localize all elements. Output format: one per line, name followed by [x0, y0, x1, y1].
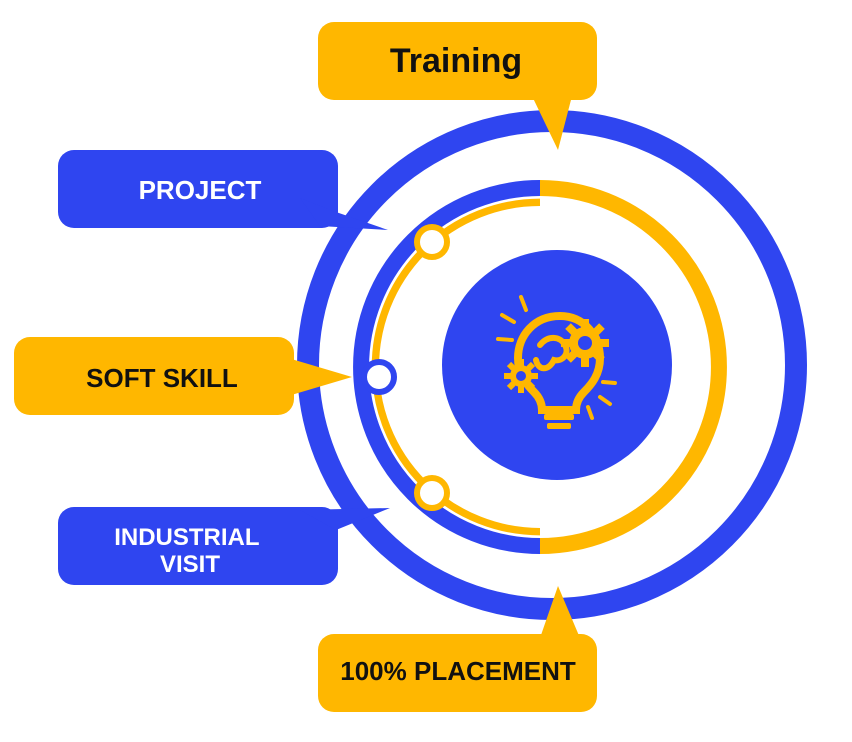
project-callout: PROJECT [58, 150, 388, 230]
node-project [414, 224, 450, 260]
node-industrial-visit [414, 475, 450, 511]
training-callout: Training [318, 22, 597, 150]
industrial-visit-label-line1: INDUSTRIAL [114, 524, 259, 551]
soft-skill-label: SOFT SKILL [86, 363, 238, 393]
node-soft-skill [361, 359, 397, 395]
placement-callout: 100% PLACEMENT [318, 586, 597, 712]
industrial-visit-callout: INDUSTRIAL VISIT [58, 507, 390, 585]
svg-text:INDUSTRIAL VISIT: INDUSTRIAL VISIT [114, 524, 266, 578]
lightbulb-gears-icon [496, 295, 617, 429]
project-label: PROJECT [139, 175, 262, 205]
middle-ring-blue-arc [353, 180, 541, 554]
industrial-visit-label-line2: VISIT [160, 551, 220, 578]
training-label: Training [390, 42, 522, 80]
soft-skill-callout: SOFT SKILL [14, 337, 352, 415]
center-disc [442, 250, 672, 480]
placement-label: 100% PLACEMENT [340, 656, 576, 686]
middle-ring-gold-arc [539, 180, 727, 554]
